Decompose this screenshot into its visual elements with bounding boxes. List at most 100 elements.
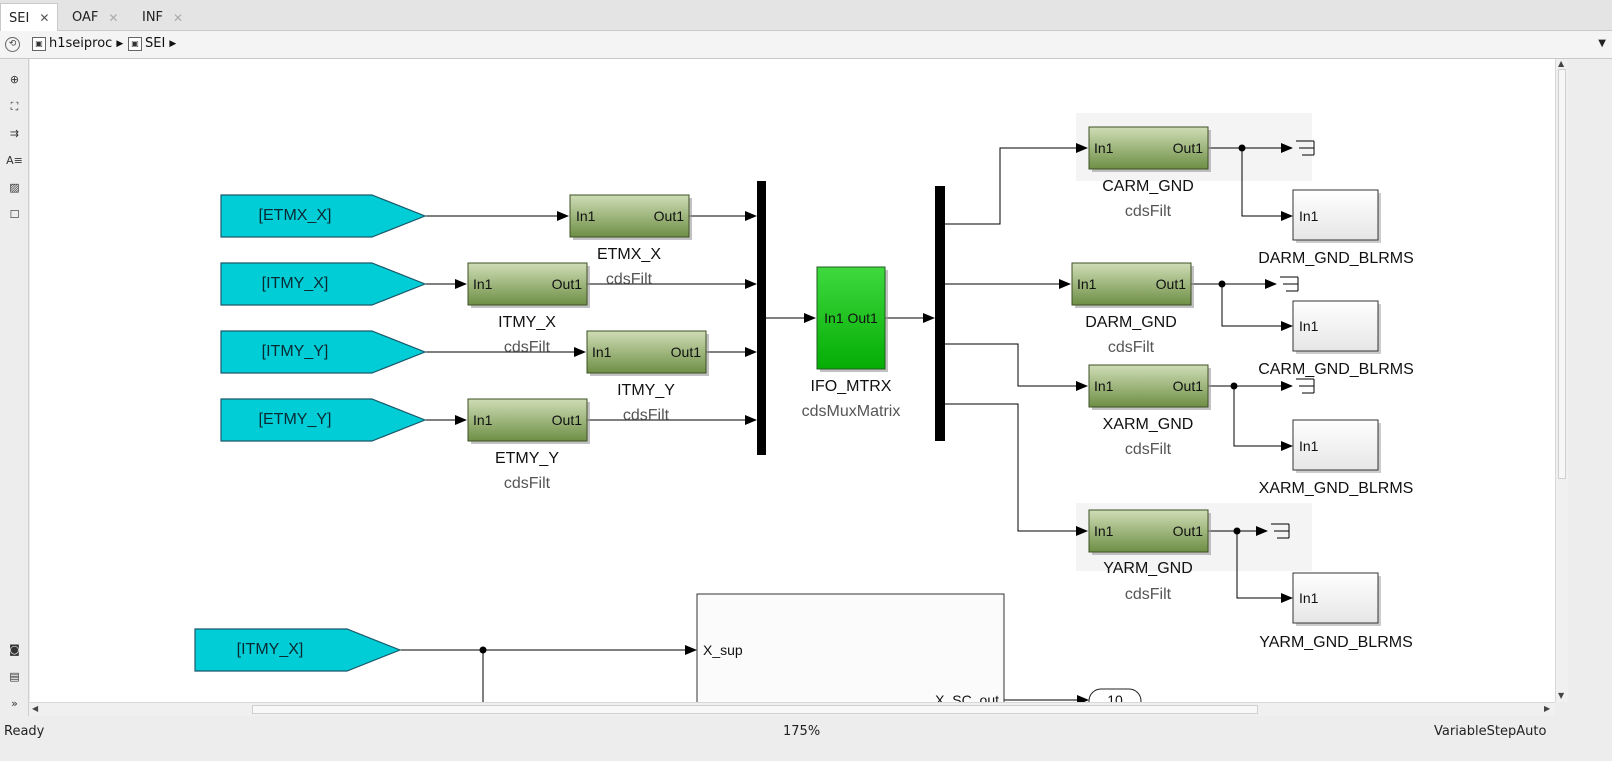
port-in-label: In1 [473,412,493,428]
horizontal-scrollbar[interactable]: ◀ ▶ [30,702,1555,716]
diagram-canvas[interactable]: [ETMX_X] [ITMY_X] [ITMY_Y] [ETMY_Y] [ITM… [30,59,1555,702]
goto-label: [ETMX_X] [259,207,332,224]
chevron-right-icon[interactable]: ▶ [169,38,177,49]
filter-block-yarm-gnd[interactable]: In1 Out1 YARM_GND cdsFilt [1088,509,1211,603]
fit-view-icon[interactable]: ⛶ [10,100,19,113]
block-name: DARM_GND [1085,314,1177,331]
arrows-icon[interactable]: ⇉ [9,127,20,140]
filter-block-xarm-gnd[interactable]: In1 Out1 XARM_GND cdsFilt [1088,364,1211,458]
explorer-icon[interactable]: ▤ [9,670,20,683]
filter-block-darm-gnd[interactable]: In1 Out1 DARM_GND cdsFilt [1071,262,1194,356]
port-out-label: Out1 [1173,140,1204,156]
tab-label: OAF [72,10,99,25]
goto-label: [ITMY_Y] [262,343,329,360]
filter-block-etmy-y[interactable]: In1 Out1 ETMY_Y cdsFilt [467,398,590,492]
status-text: Ready [4,724,45,739]
close-icon[interactable]: ✕ [173,10,184,25]
scroll-thumb[interactable] [252,705,1258,714]
block-lib: cdsFilt [1108,339,1155,356]
blrms-block-yarm[interactable]: In1 YARM_GND_BLRMS [1259,572,1413,651]
filter-block-carm-gnd[interactable]: In1 Out1 CARM_GND cdsFilt [1088,126,1211,220]
block-name: ITMY_X [498,314,556,331]
block-lib: cdsFilt [504,475,551,492]
block-lib: cdsFilt [1125,203,1172,220]
tab-label: SEI [9,10,30,26]
chevron-right-icon[interactable]: ▶ [116,38,124,49]
port-in-label: In1 [1094,523,1114,539]
goto-tag[interactable]: [ITMY_X] [194,628,402,672]
port-in-label: In1 [1299,438,1319,454]
scroll-right-icon[interactable]: ▶ [1544,704,1551,713]
port-out-label: Out1 [552,412,583,428]
block-name: YARM_GND_BLRMS [1259,634,1413,651]
outport-block[interactable]: 10 [1088,688,1142,702]
back-icon[interactable]: ⟲ [5,37,20,52]
outport-number: 10 [1107,692,1123,702]
port-out-label: Out1 [1173,523,1204,539]
annotation-icon[interactable]: A≡ [6,154,23,167]
scroll-thumb[interactable] [1558,69,1566,479]
blrms-block-xarm[interactable]: In1 XARM_GND_BLRMS [1259,419,1414,497]
camera-icon[interactable]: ◙ [9,643,20,656]
blrms-block-carm[interactable]: In1 CARM_GND_BLRMS [1258,300,1414,378]
goto-tag[interactable]: [ITMY_Y] [220,330,427,374]
left-toolbar: ⊕ ⛶ ⇉ A≡ ▨ ☐ ◙ ▤ » [0,59,29,716]
chevron-down-icon[interactable]: ▼ [1598,38,1606,49]
scroll-left-icon[interactable]: ◀ [32,704,39,713]
close-icon[interactable]: ✕ [108,10,119,25]
block-lib: cdsFilt [504,339,551,356]
image-icon[interactable]: ▨ [9,181,20,194]
model-icon: ▣ [32,36,46,51]
checkbox-icon[interactable]: ☐ [9,208,20,221]
block-name: XARM_GND [1103,416,1194,433]
subsystem-in-port: X_sup [703,642,743,658]
scroll-up-icon[interactable]: ▲ [1558,59,1565,68]
block-lib: cdsFilt [623,407,670,424]
scroll-down-icon[interactable]: ▼ [1558,691,1565,700]
breadcrumb-label: h1seiproc [49,36,113,51]
port-in-label: In1 [1094,378,1114,394]
port-in-label: In1 [473,276,493,292]
breadcrumb-item-h1seiproc[interactable]: ▣ h1seiproc ▶ [32,36,123,51]
block-lib: cdsFilt [606,271,653,288]
matrix-ports-label: In1 Out1 [824,310,878,326]
filter-block-etmx-x[interactable]: In1 Out1 ETMX_X cdsFilt [569,194,692,288]
block-name: ETMX_X [597,246,661,263]
solver-name[interactable]: VariableStepAuto [1434,724,1547,739]
subsystem-icon: ▣ [128,36,142,51]
block-name: CARM_GND [1102,178,1194,195]
zoom-icon[interactable]: ⊕ [9,73,20,86]
goto-tag[interactable]: [ETMX_X] [220,194,427,238]
demux-block[interactable] [935,186,945,441]
mux-block[interactable] [757,181,766,455]
breadcrumb-item-sei[interactable]: ▣ SEI ▶ [128,36,176,51]
expand-icon[interactable]: » [11,697,18,710]
goto-tag[interactable]: [ITMY_X] [220,262,427,306]
status-bar: Ready 175% VariableStepAuto [0,720,1612,761]
breadcrumb: ⟲ ▣ h1seiproc ▶ ▣ SEI ▶ ▼ [0,31,1612,59]
tab-strip: SEI ✕ OAF ✕ INF ✕ [0,0,1612,32]
goto-label: [ITMY_X] [262,275,329,292]
port-out-label: Out1 [1156,276,1187,292]
blrms-block-darm[interactable]: In1 DARM_GND_BLRMS [1258,189,1414,267]
goto-label: [ITMY_X] [237,641,304,658]
subsystem-out-port: X_SC_out [935,692,999,702]
block-diagram: [ETMX_X] [ITMY_X] [ITMY_Y] [ETMY_Y] [ITM… [194,113,1414,702]
port-in-label: In1 [1094,140,1114,156]
tab-oaf[interactable]: OAF ✕ [64,4,126,31]
block-name: YARM_GND [1103,560,1193,577]
filter-block-itmy-y[interactable]: In1 Out1 ITMY_Y cdsFilt [586,330,709,424]
port-in-label: In1 [1299,590,1319,606]
filter-block-itmy-x[interactable]: In1 Out1 ITMY_X cdsFilt [467,262,590,356]
port-out-label: Out1 [654,208,685,224]
subsystem-block[interactable]: X_sup X_SC_out [696,593,1005,702]
close-icon[interactable]: ✕ [39,11,50,25]
matrix-block-ifo-mtrx[interactable]: In1 Out1 IFO_MTRX cdsMuxMatrix [802,266,901,420]
goto-tag[interactable]: [ETMY_Y] [220,398,427,442]
port-in-label: In1 [576,208,596,224]
tab-sei[interactable]: SEI ✕ [0,3,59,32]
block-name: CARM_GND_BLRMS [1258,361,1414,378]
port-out-label: Out1 [552,276,583,292]
tab-inf[interactable]: INF ✕ [134,4,191,31]
vertical-scrollbar[interactable]: ▲ ▼ [1555,59,1568,702]
